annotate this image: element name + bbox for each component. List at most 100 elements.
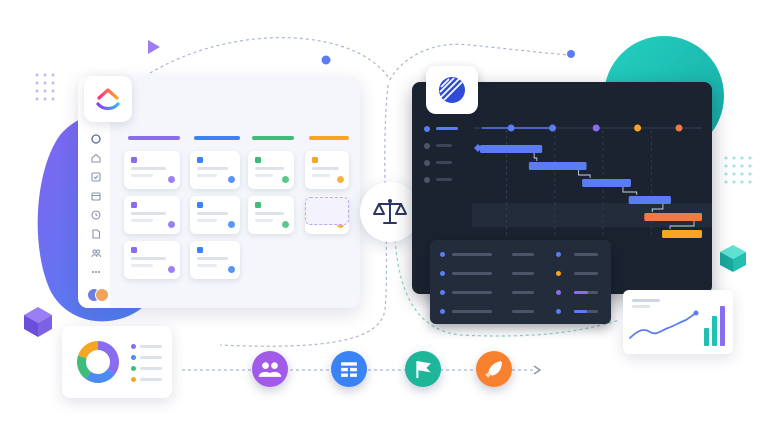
row-name-line: [452, 272, 492, 275]
task-card[interactable]: [190, 151, 240, 189]
linear-logo-tile[interactable]: [426, 66, 478, 114]
teal-cube: [720, 245, 746, 272]
assignee-avatar: [228, 221, 235, 228]
task-status-dot[interactable]: [424, 143, 430, 149]
kanban-column-header[interactable]: [309, 136, 349, 140]
row-name-line: [452, 291, 492, 294]
task-card[interactable]: [248, 151, 294, 189]
empty-card-placeholder[interactable]: [305, 197, 349, 225]
task-status-dot[interactable]: [424, 126, 430, 132]
more-icon[interactable]: [91, 267, 101, 277]
row-meta-line: [512, 272, 534, 275]
milestone-dot[interactable]: [592, 124, 600, 132]
task-color-tag: [131, 202, 137, 208]
feature-icon-button[interactable]: [331, 351, 367, 387]
compare-badge[interactable]: [360, 182, 420, 242]
document-icon[interactable]: [91, 229, 101, 239]
clickup-logo-tile[interactable]: [84, 76, 132, 122]
row-priority-dot: [556, 309, 561, 314]
row-progress-fill: [574, 291, 588, 294]
milestone-dot[interactable]: [675, 124, 683, 132]
task-card[interactable]: [124, 241, 180, 279]
donut-slice[interactable]: [98, 341, 119, 375]
task-title-line: [197, 167, 228, 170]
donut-slice[interactable]: [77, 355, 91, 379]
task-card[interactable]: [305, 151, 349, 189]
dependency-arrow: [651, 204, 664, 212]
feature-icon-button[interactable]: [252, 351, 288, 387]
purple-cube: [24, 307, 52, 337]
team-icon: [258, 362, 282, 377]
task-card[interactable]: [190, 196, 240, 234]
donut-slice[interactable]: [85, 369, 115, 383]
legend-label-line: [140, 356, 162, 359]
task-card[interactable]: [124, 151, 180, 189]
row-priority-dot: [556, 271, 561, 276]
gantt-task-bar[interactable]: [662, 230, 702, 238]
mini-chart-bar: [712, 316, 717, 346]
task-color-tag: [197, 202, 203, 208]
task-status-dot[interactable]: [424, 160, 430, 166]
task-card[interactable]: [248, 196, 294, 234]
mini-chart-bar: [720, 306, 725, 346]
row-priority-dot: [556, 290, 561, 295]
assignee-avatar: [282, 176, 289, 183]
table-row[interactable]: [436, 267, 606, 281]
row-name-line: [452, 310, 492, 313]
task-meta-line: [255, 219, 273, 222]
task-meta-line: [197, 174, 217, 177]
task-color-tag: [131, 247, 137, 253]
gantt-task-bar[interactable]: [582, 179, 631, 187]
gantt-task-bar[interactable]: [628, 196, 671, 204]
task-color-tag: [312, 157, 318, 163]
calendar-icon[interactable]: [91, 191, 101, 201]
legend-label-line: [140, 378, 162, 381]
gantt-task-bar[interactable]: [480, 145, 543, 153]
avatar-group[interactable]: [87, 288, 109, 302]
trend-line: [629, 310, 699, 339]
check-square-icon[interactable]: [91, 172, 101, 182]
task-status-dot[interactable]: [424, 177, 430, 183]
kanban-column-header[interactable]: [128, 136, 180, 140]
table-row[interactable]: [436, 305, 606, 319]
task-meta-line: [197, 264, 217, 267]
milestone-dot[interactable]: [634, 124, 642, 132]
task-card[interactable]: [190, 241, 240, 279]
clock-icon[interactable]: [91, 210, 101, 220]
kanban-column-header[interactable]: [194, 136, 240, 140]
home-icon[interactable]: [91, 153, 101, 163]
gantt-task-bar[interactable]: [528, 162, 587, 170]
feature-icon-button[interactable]: [405, 351, 441, 387]
task-meta-line: [131, 174, 153, 177]
kanban-column-header[interactable]: [252, 136, 294, 140]
dependency-arrow: [533, 153, 538, 161]
milestone-dot[interactable]: [507, 124, 515, 132]
feature-icon-button[interactable]: [476, 351, 512, 387]
task-color-tag: [197, 157, 203, 163]
row-progress-track: [574, 272, 598, 275]
task-color-tag: [255, 202, 261, 208]
task-title-line: [197, 212, 228, 215]
milestone-dot[interactable]: [549, 124, 556, 132]
task-card[interactable]: [124, 196, 180, 234]
row-priority-dot: [556, 252, 561, 257]
task-name-line: [436, 144, 452, 147]
table-row[interactable]: [436, 248, 606, 262]
legend-label-line: [140, 345, 162, 348]
task-title-line: [131, 212, 166, 215]
gantt-task-bar[interactable]: [644, 213, 702, 221]
table-row[interactable]: [436, 286, 606, 300]
circle-icon[interactable]: [91, 134, 101, 144]
task-meta-line: [255, 174, 273, 177]
donut-slice[interactable]: [78, 341, 98, 359]
task-color-tag: [131, 157, 137, 163]
task-title-line: [131, 257, 166, 260]
task-title-line: [312, 167, 339, 170]
dependency-arrow: [578, 170, 591, 178]
task-title-line: [131, 167, 166, 170]
analytics-label-line: [632, 305, 650, 308]
people-icon[interactable]: [91, 248, 101, 258]
task-title-line: [197, 257, 228, 260]
balance-scale-icon: [373, 199, 407, 224]
assignee-avatar: [168, 221, 175, 228]
